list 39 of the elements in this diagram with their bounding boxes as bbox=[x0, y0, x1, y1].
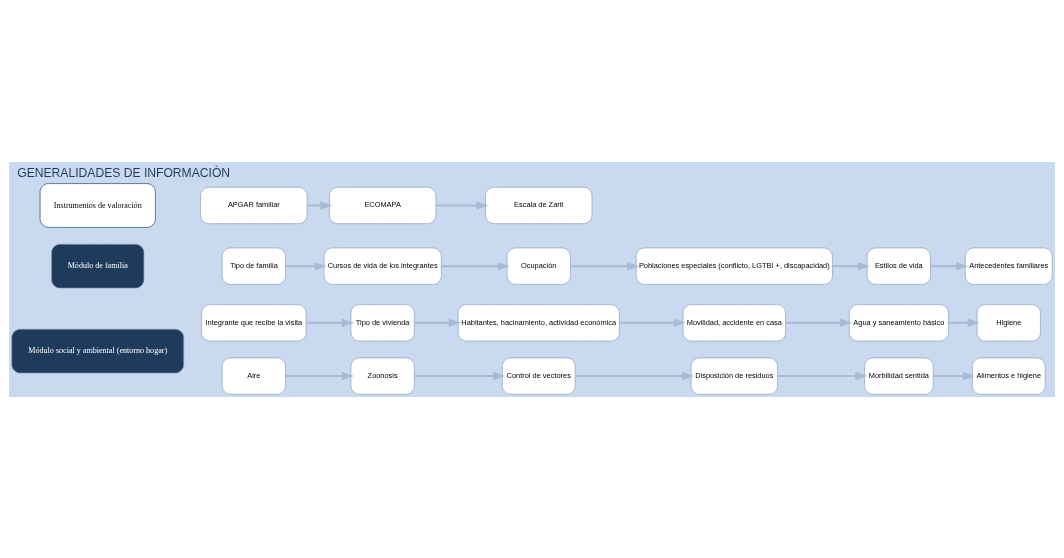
arrow bbox=[785, 318, 853, 327]
node-box: Agua y saneamiento básico bbox=[848, 303, 949, 341]
node-box: Alimentos e higiene bbox=[972, 357, 1046, 395]
arrow bbox=[575, 371, 695, 380]
arrow bbox=[948, 318, 980, 327]
node-box: Cursos de vida de los integrantes bbox=[323, 247, 442, 285]
node-box: Higiene bbox=[976, 303, 1041, 341]
node-box: Habitantes, hacinamiento, actividad económica bbox=[457, 303, 620, 341]
node-box: Escala de Zarit bbox=[485, 186, 593, 224]
node-box: Aire bbox=[221, 357, 286, 395]
diagram-title: GENERALIDADES DE INFORMACIÒN bbox=[17, 165, 231, 180]
arrow bbox=[306, 318, 354, 327]
arrow bbox=[414, 371, 506, 380]
node-box: Movilidad, accidente en casa bbox=[682, 303, 786, 341]
arrow bbox=[777, 371, 868, 380]
arrow bbox=[414, 318, 462, 327]
arrow bbox=[285, 261, 327, 270]
node-box: Tipo de familia bbox=[221, 247, 286, 285]
node-box: Ocupaciòn bbox=[506, 247, 571, 285]
node-box: Integrante que recibe la visita bbox=[201, 303, 307, 341]
node-box: Morbilidad sentida bbox=[864, 357, 934, 395]
node-box: Estilos de vida bbox=[866, 247, 931, 285]
arrow bbox=[570, 261, 640, 270]
node-box: Antecedentes familiares bbox=[964, 247, 1053, 285]
node-box: Control de vectores bbox=[502, 357, 576, 395]
node-box: Disposición de residuos bbox=[690, 357, 778, 395]
node-box: Poblaciones especiales (conflicto, LGTBI +, discapacidad) bbox=[635, 247, 833, 285]
arrow bbox=[285, 371, 354, 380]
arrow bbox=[435, 200, 489, 210]
arrow bbox=[832, 261, 870, 270]
arrow bbox=[933, 371, 976, 380]
arrow bbox=[619, 318, 686, 327]
node-box: Tipo de vivienda bbox=[350, 303, 415, 341]
node-box: APGAR familiar bbox=[200, 186, 308, 224]
arrow bbox=[930, 261, 969, 270]
arrow bbox=[307, 200, 333, 210]
arrow bbox=[441, 261, 510, 270]
node-box: Zoonosis bbox=[350, 357, 415, 395]
node-box: ECOMAPA bbox=[329, 186, 437, 224]
